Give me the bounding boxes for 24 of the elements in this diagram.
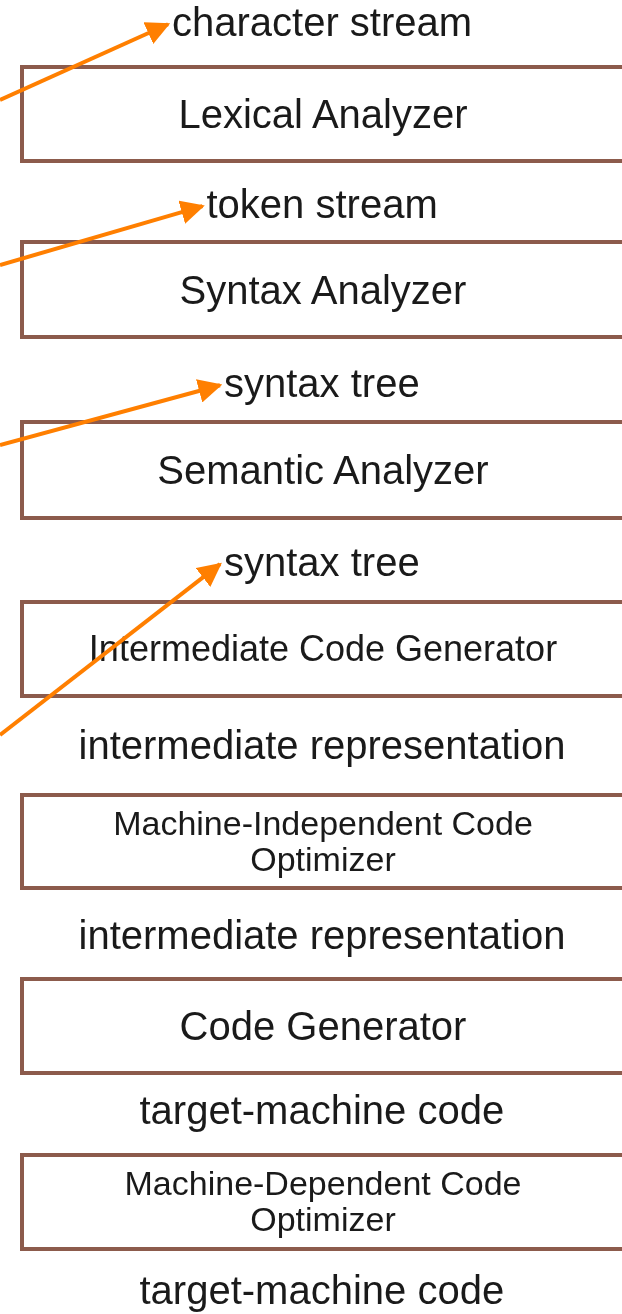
- arrow: [0, 200, 205, 267]
- process-label: Semantic Analyzer: [157, 449, 489, 491]
- stage-output-label: intermediate representation: [78, 913, 566, 957]
- process-label: Machine-Dependent Code Optimizer: [123, 1166, 523, 1238]
- stage-output-label: target-machine code: [139, 1268, 505, 1312]
- arrow: [0, 379, 223, 447]
- process-box: [20, 1153, 622, 1251]
- process-box: [20, 793, 622, 890]
- arrow: [0, 22, 171, 102]
- process-label: Lexical Analyzer: [178, 93, 468, 135]
- process-label: Syntax Analyzer: [179, 268, 467, 311]
- stage-output-label: target-machine code: [139, 1088, 505, 1132]
- process-box: [20, 65, 622, 163]
- process-box: [20, 600, 622, 698]
- process-label: Code Generator: [179, 1005, 467, 1047]
- process-box: [20, 977, 622, 1075]
- process-box: [20, 240, 622, 339]
- stream-label: syntax tree: [224, 540, 420, 584]
- stage-output-label: intermediate representation: [78, 723, 566, 767]
- stream-label: character stream: [172, 0, 473, 44]
- stream-label: syntax tree: [224, 361, 420, 405]
- process-label: Machine-Independent Code Optimizer: [112, 805, 534, 878]
- process-box: [20, 420, 622, 520]
- stream-label: token stream: [206, 182, 438, 226]
